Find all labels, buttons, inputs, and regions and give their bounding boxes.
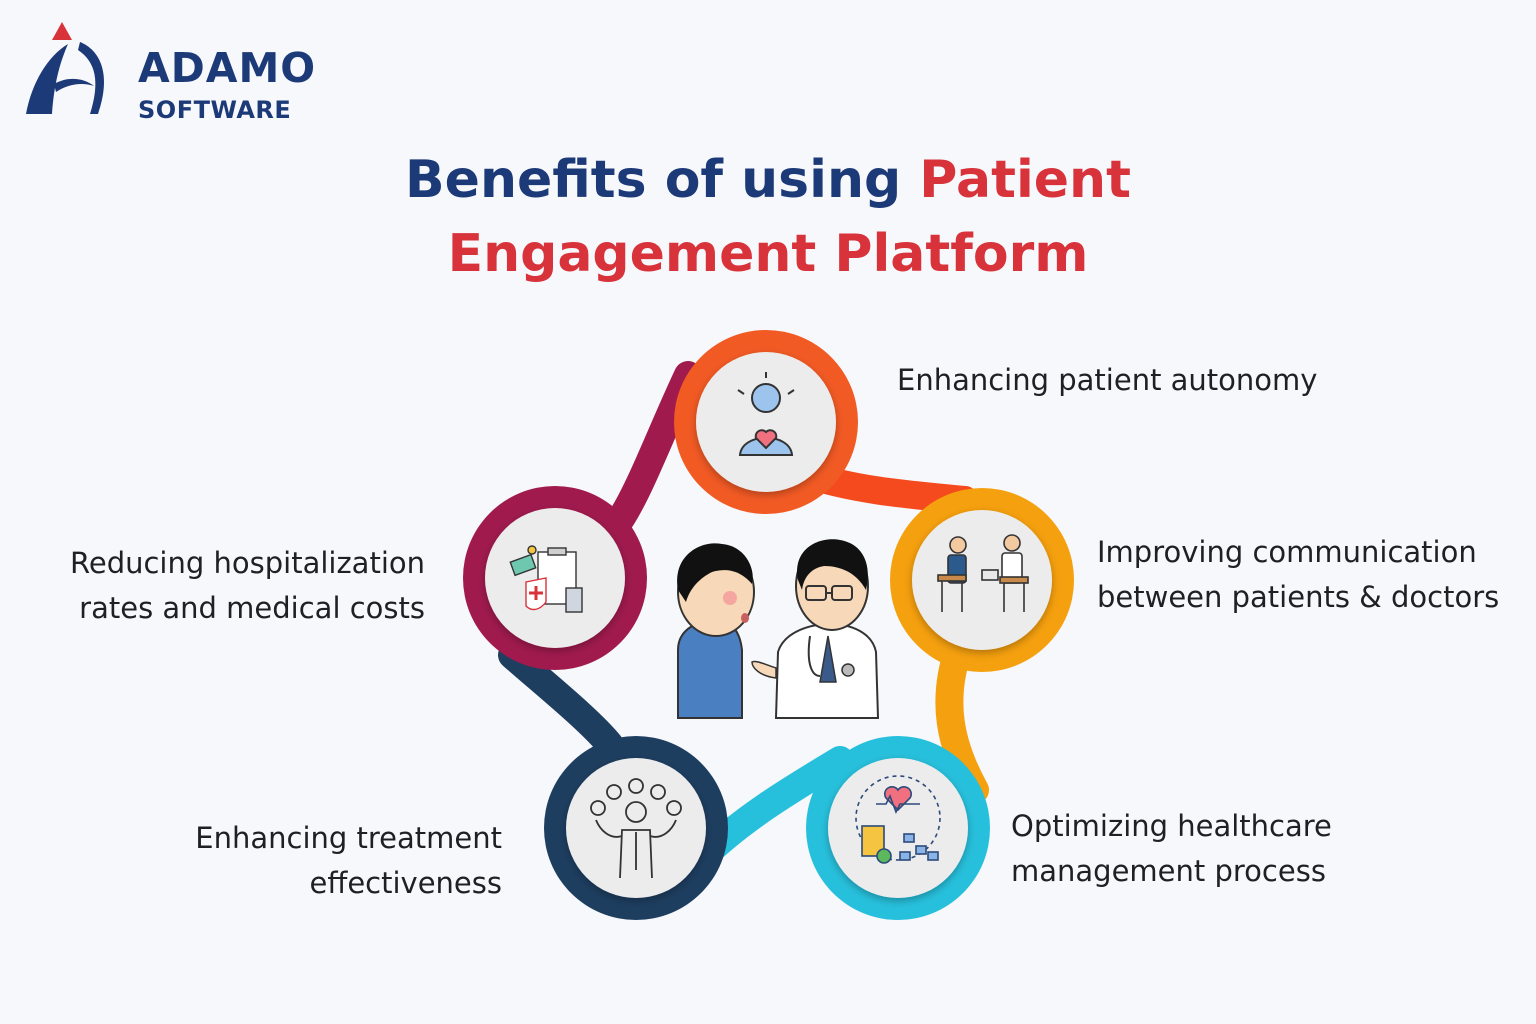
title-part-2: Patient [919,150,1131,210]
patient-doctor-illustration [677,539,880,719]
title-part-1: Benefits of using [405,150,920,210]
benefit-node-2 [890,488,1074,672]
benefit-label-4: Enhancing treatment effectiveness [195,821,502,900]
benefit-label-3: Optimizing healthcare management process [1011,809,1332,888]
page-title: Benefits of using Patient Engagement Pla… [268,143,1268,291]
brand-logo: ADAMO SOFTWARE [20,22,360,122]
brand-name: ADAMO [138,44,317,92]
benefit-label-5: Reducing hospitalization rates and medic… [70,546,425,625]
benefit-node-3 [806,736,990,920]
benefit-node-5 [463,486,647,670]
benefit-node-1 [674,330,858,514]
consultation-icon [937,534,1029,612]
title-line-2: Engagement Platform [447,224,1089,284]
title-line-1: Benefits of using Patient [268,143,1268,217]
benefit-label-1: Enhancing patient autonomy [897,363,1318,397]
patient-heart-icon [737,372,795,456]
benefit-node-4 [544,736,728,920]
brand-logo-mark-icon [26,22,105,114]
medical-costs-icon [509,545,583,613]
healthcare-process-icon [855,775,941,864]
treatment-juggle-icon [590,778,682,879]
benefit-label-2: Improving communication between patients… [1097,535,1500,614]
brand-subname: SOFTWARE [138,96,292,124]
